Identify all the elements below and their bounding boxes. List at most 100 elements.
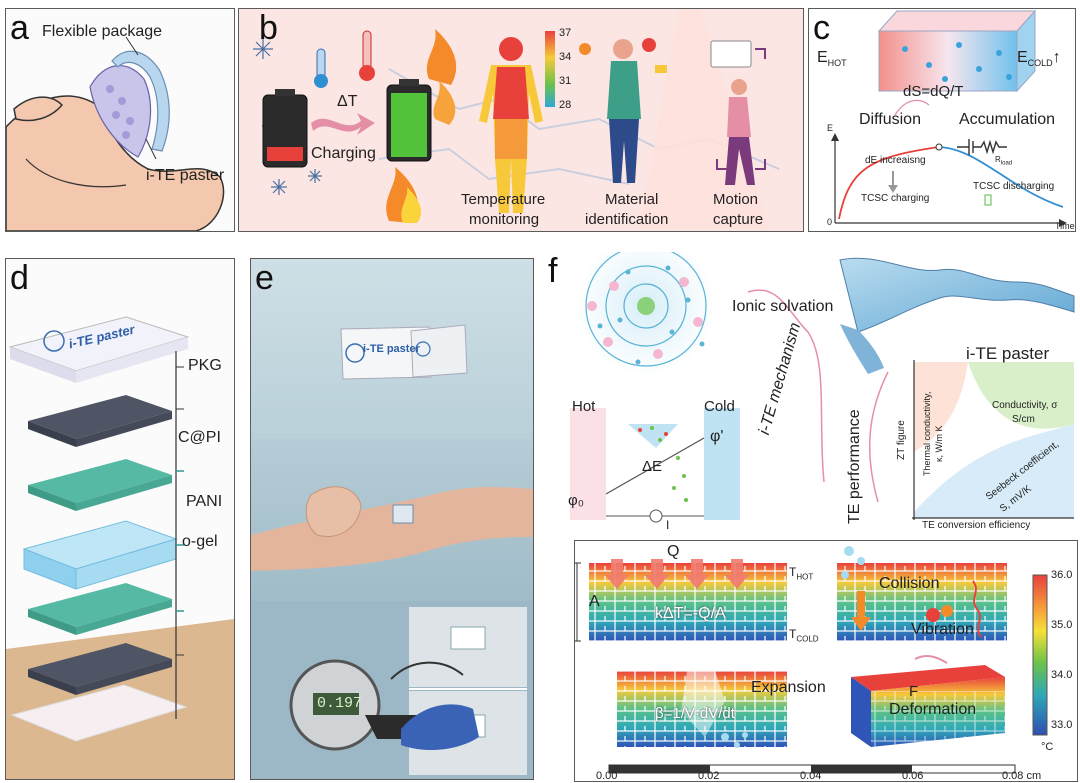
flexible-package-label: Flexible package <box>42 23 163 40</box>
material-label-2: identification <box>585 211 669 228</box>
panel-f: f Ionic solvation i-TE paster i-TE mecha… <box>548 252 1076 532</box>
deformation-label: Deformation <box>889 701 977 718</box>
t-cold-label: TCOLD <box>789 627 819 643</box>
charging-label: Charging <box>311 145 376 162</box>
arrow-up-icon: ↑ <box>1052 49 1061 66</box>
temperature-label-2: monitoring <box>469 211 540 228</box>
beta-equation: β=1/V·dV/dt <box>655 705 735 722</box>
colorbar-tick: 37 <box>559 27 572 39</box>
ionic-solvation-label: Ionic solvation <box>732 298 834 315</box>
thermal-label-2: κ, W/m K <box>934 425 944 463</box>
panel-d: d i-TE paster PKG C@PI PANI o-gel <box>5 258 235 780</box>
paster-title-f: i-TE paster <box>966 344 1050 363</box>
hot-label: Hot <box>572 398 596 415</box>
x-axis-label: Time <box>1055 221 1075 231</box>
tcsc-charging-label: TCSC charging <box>861 193 930 204</box>
phi-zero-label: φ₀ <box>568 492 584 509</box>
de-increasing-label: dE increaisng <box>865 155 926 166</box>
colorbar-tick: 34 <box>559 51 572 63</box>
e-hot-main: E <box>817 49 828 66</box>
colorbar-g-unit: °C <box>1041 741 1054 753</box>
scale-tick: 0.08 cm <box>1002 770 1042 782</box>
scale-tick: 0.00 <box>596 770 618 782</box>
applications-illustration <box>253 9 780 229</box>
photo-panels <box>251 259 533 779</box>
motion-label-2: capture <box>713 211 764 228</box>
temperature-label-1: Temperature <box>461 191 546 208</box>
simulation-diagram <box>575 546 1048 774</box>
colorbar-g-tick: 34.0 <box>1051 669 1073 681</box>
a-label: A <box>589 593 600 610</box>
charging-curve <box>838 146 940 220</box>
origin-label: 0 <box>827 217 833 227</box>
scale-tick: 0.06 <box>902 770 924 782</box>
colorbar-tick: 31 <box>559 75 572 87</box>
mechanism-diagram <box>570 252 1075 523</box>
tcsc-diagram <box>831 9 1067 227</box>
r-load-sub: load <box>1000 160 1013 167</box>
motion-label-1: Motion <box>713 191 759 208</box>
vibration-label: Vibration <box>911 621 974 638</box>
e-cold-sub: COLD <box>1027 58 1053 69</box>
panel-label-b: b <box>259 9 278 47</box>
t-hot-sub: HOT <box>796 572 814 582</box>
entropy-equation: dS=dQ/T <box>903 83 964 100</box>
panel-label-e: e <box>255 259 274 297</box>
collision-label: Collision <box>879 575 940 592</box>
panel-c: c EHOT ECOLD↑ dS=dQ/T Diffusion Accumula… <box>808 8 1076 232</box>
scale-tick: 0.04 <box>800 770 822 782</box>
gauge-reading: 0.197 <box>317 695 363 712</box>
colorbar-tick: 28 <box>559 99 572 111</box>
efficiency-axis-label: TE conversion efficiency <box>922 520 1031 531</box>
accumulation-label: Accumulation <box>959 111 1056 128</box>
cold-label: Cold <box>704 398 735 415</box>
tcsc-discharging-label: TCSC discharging <box>973 181 1055 192</box>
performance-label: TE performance <box>846 409 863 524</box>
y-axis-label: E <box>827 123 834 133</box>
r-load-label: Rload <box>995 155 1012 167</box>
colorbar-g-tick: 36.0 <box>1051 569 1073 581</box>
t-cold-sub: COLD <box>796 634 819 644</box>
colorbar-g-tick: 35.0 <box>1051 619 1073 631</box>
paster-label: i-TE paster <box>146 167 225 184</box>
package-shape <box>111 50 170 152</box>
thermal-label-1: Thermal conductivity, <box>922 391 932 476</box>
q-label: Q <box>667 543 680 560</box>
panel-e: e i-TE paster 0.197 <box>250 258 534 780</box>
e-hot-sub: HOT <box>827 58 847 69</box>
colorbar-g-tick: 33.0 <box>1051 719 1073 731</box>
layer-label-cpi: C@PI <box>178 429 221 446</box>
panel-label-a: a <box>10 9 29 47</box>
scale-tick: 0.02 <box>698 770 720 782</box>
card-title-e: i-TE paster <box>363 343 420 355</box>
material-label-1: Material <box>605 191 659 208</box>
delta-t-label: ΔT <box>337 93 358 110</box>
t-hot-main: T <box>789 565 797 579</box>
diffusion-label: Diffusion <box>859 111 921 128</box>
body-heatmap <box>479 37 543 213</box>
panel-label-f: f <box>548 252 558 290</box>
phi-prime-label: φ' <box>710 428 724 445</box>
panel-a: a Flexible package i-TE paster <box>5 8 235 232</box>
arm-illustration <box>6 36 225 231</box>
conductivity-label-2: S/cm <box>1012 414 1035 425</box>
layer-label-pani: PANI <box>186 493 223 510</box>
panel-g: g Q A THOT TCOLD kΔT=-Q/A Collision Vibr… <box>574 540 1078 782</box>
layer-stack <box>6 316 234 779</box>
t-cold-main: T <box>789 627 797 641</box>
force-label: F <box>909 683 919 700</box>
e-cold-label: ECOLD↑ <box>1017 49 1061 68</box>
layer-label-ogel: o-gel <box>182 533 218 550</box>
conductivity-label-1: Conductivity, σ <box>992 400 1058 411</box>
delta-e-label: ΔE <box>642 458 663 475</box>
panel-b: b ΔT Charging 37 34 31 28 Temperature mo… <box>238 8 804 232</box>
panel-label-c: c <box>813 9 830 47</box>
panel-label-d: d <box>10 259 29 297</box>
discharging-curve <box>938 146 1064 208</box>
colorbar-b <box>545 31 555 107</box>
current-label: I <box>666 518 670 532</box>
t-hot-label: THOT <box>789 565 813 581</box>
colorbar-g <box>1032 574 1048 736</box>
e-cold-main: E <box>1017 49 1028 66</box>
zt-axis-label: ZT figure <box>896 420 907 460</box>
